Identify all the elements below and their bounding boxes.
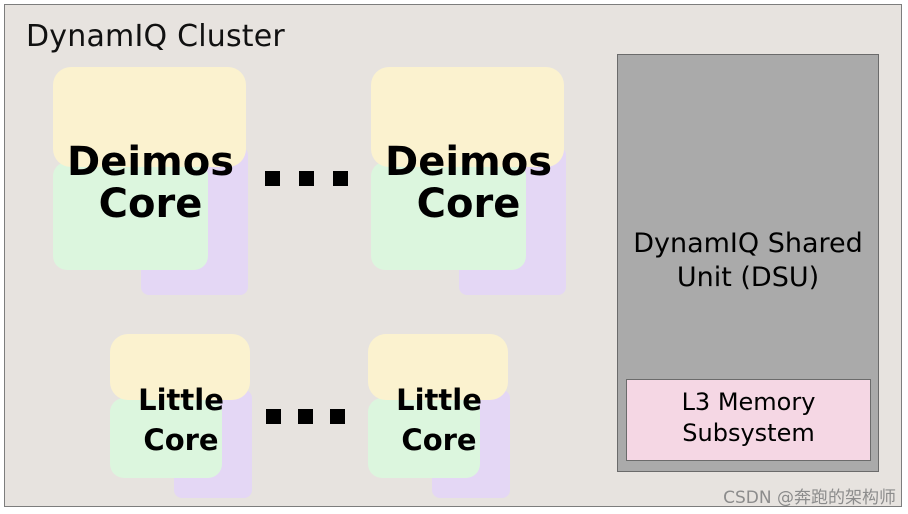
- core-yellow-block: [371, 67, 564, 167]
- dsu-block: DynamIQ Shared Unit (DSU) L3 Memory Subs…: [617, 54, 879, 472]
- core-green-block: [368, 398, 480, 478]
- dsu-title-line2: Unit (DSU): [676, 262, 820, 293]
- core-yellow-block: [368, 334, 508, 400]
- l3-title: L3 Memory Subsystem: [627, 387, 870, 449]
- ellipsis-dot: [299, 171, 314, 186]
- core-label-line2: Core: [401, 423, 477, 457]
- core-label-line1: Deimos: [66, 139, 234, 185]
- core-green-block: [371, 162, 526, 270]
- ellipsis-big-cores: [265, 171, 348, 186]
- core-label-line1: Deimos: [384, 139, 552, 185]
- l3-title-line1: L3 Memory: [681, 388, 816, 416]
- little-core-1: Little Core: [110, 334, 252, 500]
- core-label-line1: Little: [396, 383, 482, 417]
- dsu-title-line1: DynamIQ Shared: [633, 228, 863, 259]
- core-label-line2: Core: [98, 181, 203, 227]
- big-core-2: Deimos Core: [371, 67, 566, 297]
- dsu-title: DynamIQ Shared Unit (DSU): [618, 227, 878, 295]
- core-label-line2: Core: [143, 423, 219, 457]
- core-label: Deimos Core: [53, 141, 248, 225]
- cluster-title: DynamIQ Cluster: [26, 19, 285, 54]
- core-green-block: [53, 162, 208, 270]
- core-label: Deimos Core: [371, 141, 566, 225]
- dynamiq-cluster: DynamIQ Cluster Deimos Core Deimos Core …: [4, 4, 902, 507]
- ellipsis-dot: [330, 409, 345, 424]
- ellipsis-dot: [266, 409, 281, 424]
- ellipsis-dot: [298, 409, 313, 424]
- ellipsis-dot: [333, 171, 348, 186]
- core-label: Little Core: [368, 380, 510, 460]
- watermark: CSDN @奔跑的架构师: [723, 488, 896, 508]
- l3-title-line2: Subsystem: [682, 419, 815, 447]
- core-yellow-block: [53, 67, 246, 167]
- core-label-line2: Core: [416, 181, 521, 227]
- ellipsis-little-cores: [266, 409, 345, 424]
- little-core-2: Little Core: [368, 334, 510, 500]
- l3-memory-subsystem: L3 Memory Subsystem: [626, 379, 871, 461]
- ellipsis-dot: [265, 171, 280, 186]
- core-green-block: [110, 398, 222, 478]
- core-label: Little Core: [110, 380, 252, 460]
- core-yellow-block: [110, 334, 250, 400]
- big-core-1: Deimos Core: [53, 67, 248, 297]
- core-label-line1: Little: [138, 383, 224, 417]
